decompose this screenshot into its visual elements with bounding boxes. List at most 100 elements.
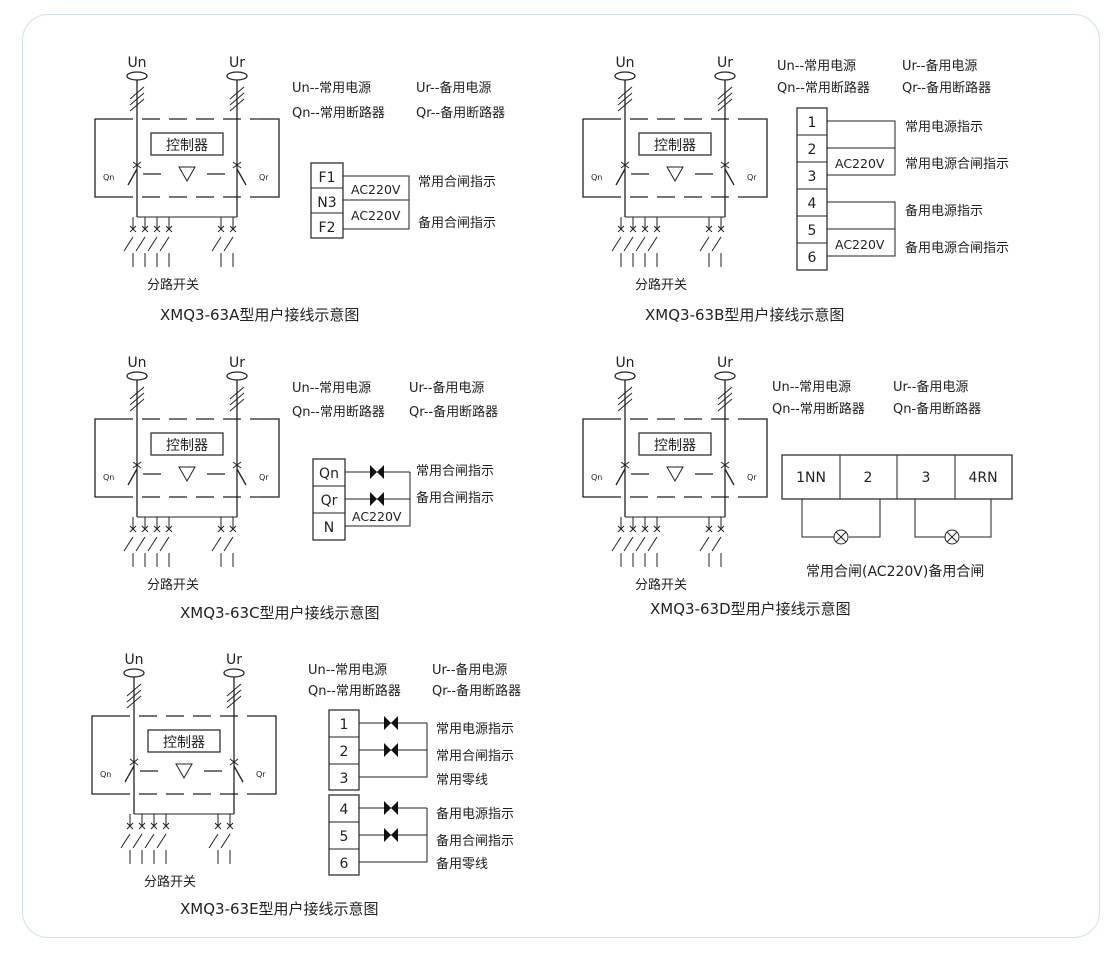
lamp-icon — [384, 801, 398, 815]
legend-un-e: Un--常用电源 — [308, 663, 387, 678]
source-terminal-icon — [226, 71, 248, 81]
terminal-b-5: 5 — [808, 223, 817, 239]
legend-un-b: Un--常用电源 — [777, 59, 856, 74]
controller-label: 控制器 — [166, 138, 208, 154]
label-un: Un — [124, 652, 143, 668]
terminal-block-a — [310, 162, 344, 239]
terminal-b-3: 3 — [808, 169, 817, 185]
ac220v-a-1: AC220V — [351, 182, 401, 197]
label-ur: Ur — [717, 355, 733, 371]
label-qr-small: Qr — [256, 770, 266, 779]
label-ur: Ur — [229, 355, 245, 371]
source-terminal-icon — [614, 71, 636, 81]
controller-label: 控制器 — [654, 438, 696, 454]
legend-qr: Qr--备用断路器 — [416, 105, 505, 121]
legend-ur: Ur--备用电源 — [416, 80, 491, 96]
diagram-frame — [22, 14, 1100, 938]
lamp-icon — [384, 716, 398, 730]
panel-d: Un--常用电源 Ur--备用电源 Qn--常用断路器 Qn-备用断路器 1NN… — [650, 379, 1013, 618]
legend-qn-c: Qn--常用断路器 — [292, 404, 385, 420]
label-qn-small: Qn — [103, 173, 114, 182]
label-qn-small: Qn — [100, 770, 111, 779]
label-un: Un — [615, 55, 634, 71]
legend-qn: Qn--常用断路器 — [292, 105, 385, 121]
terminal-d-1: 1NN — [796, 470, 826, 486]
terminal-e-2: 2 — [340, 744, 349, 760]
label-un: Un — [615, 355, 634, 371]
legend-qr-c: Qr--备用断路器 — [409, 404, 498, 420]
panel-b: Un--常用电源 Ur--备用电源 Qn--常用断路器 Qr--备用断路器 1 … — [645, 58, 1009, 324]
label-un: Un — [127, 355, 146, 371]
branch-switch-label: 分路开关 — [635, 577, 687, 593]
terminal-block-e-bottom — [328, 794, 360, 876]
lamp-icon — [384, 743, 398, 757]
label-b-3: 备用电源指示 — [905, 203, 983, 219]
label-ur: Ur — [717, 55, 733, 71]
terminal-b-2: 2 — [808, 142, 817, 158]
controller-box — [150, 432, 224, 456]
ac220v-a-2: AC220V — [351, 208, 401, 223]
terminal-e-3: 3 — [340, 771, 349, 787]
caption-c: XMQ3-63C型用户接线示意图 — [180, 604, 380, 622]
legend-ur-e: Ur--备用电源 — [432, 662, 507, 678]
legend-ur-b: Ur--备用电源 — [902, 58, 977, 74]
lamp-icon — [833, 529, 849, 545]
legend-qr-d: Qn-备用断路器 — [893, 401, 981, 417]
interlock-triangle-icon — [666, 466, 684, 483]
terminal-d-2: 2 — [864, 470, 873, 486]
interlock-triangle-icon — [178, 166, 196, 183]
legend-qn-e: Qn--常用断路器 — [308, 683, 401, 699]
controller-box — [638, 432, 712, 456]
label-un: Un — [127, 55, 146, 71]
terminal-c-3: N — [324, 520, 334, 536]
label-e-1: 常用电源指示 — [436, 722, 514, 737]
label-qr-small: Qr — [747, 473, 757, 482]
terminal-b-4: 4 — [808, 196, 817, 212]
label-b-2: 常用电源合闸指示 — [905, 157, 1009, 172]
panel-a: Un--常用电源 Ur--备用电源 Qn--常用断路器 Qr--备用断路器 F1… — [160, 80, 505, 324]
panel-e: Un--常用电源 Ur--备用电源 Qn--常用断路器 Qr--备用断路器 1 … — [180, 662, 521, 918]
source-terminal-icon — [123, 668, 145, 678]
caption-e: XMQ3-63E型用户接线示意图 — [180, 900, 379, 918]
terminal-block-c — [312, 458, 346, 541]
terminal-e-5: 5 — [340, 829, 349, 845]
source-terminal-icon — [714, 371, 736, 381]
ac220v-c: AC220V — [352, 509, 402, 524]
legend-qr-e: Qr--备用断路器 — [432, 683, 521, 699]
branch-switch-label: 分路开关 — [144, 874, 196, 890]
terminal-a-2: N3 — [317, 195, 336, 211]
label-qn-small: Qn — [591, 473, 602, 482]
panel-c: Un--常用电源 Ur--备用电源 Qn--常用断路器 Qr--备用断路器 Qn… — [180, 380, 498, 622]
controller-label: 控制器 — [654, 138, 696, 154]
label-ur: Ur — [229, 55, 245, 71]
terminal-e-6: 6 — [340, 856, 349, 872]
controller-label: 控制器 — [163, 735, 205, 751]
lamp-icon — [944, 529, 960, 545]
label-c-1: 常用合闸指示 — [416, 464, 494, 479]
ac220v-b-1: AC220V — [835, 156, 885, 171]
source-terminal-icon — [714, 71, 736, 81]
branch-switch-label: 分路开关 — [635, 277, 687, 293]
lamp-icon — [370, 465, 384, 479]
branch-switch-label: 分路开关 — [147, 577, 199, 593]
controller-box — [150, 132, 224, 156]
source-terminal-icon — [226, 371, 248, 381]
caption-b: XMQ3-63B型用户接线示意图 — [645, 306, 844, 324]
label-c-2: 备用合闸指示 — [416, 490, 494, 506]
terminal-b-1: 1 — [808, 115, 817, 131]
label-e-5: 备用合闸指示 — [436, 833, 514, 849]
legend-ur-c: Ur--备用电源 — [409, 380, 484, 396]
terminal-a-3: F2 — [319, 220, 336, 236]
caption-a: XMQ3-63A型用户接线示意图 — [160, 306, 359, 324]
controller-label: 控制器 — [166, 438, 208, 454]
source-terminal-icon — [223, 668, 245, 678]
label-a-2: 备用合闸指示 — [418, 215, 496, 231]
terminal-a-1: F1 — [319, 170, 336, 186]
label-qr-small: Qr — [747, 173, 757, 182]
terminal-b-6: 6 — [808, 250, 817, 266]
interlock-triangle-icon — [175, 763, 193, 780]
